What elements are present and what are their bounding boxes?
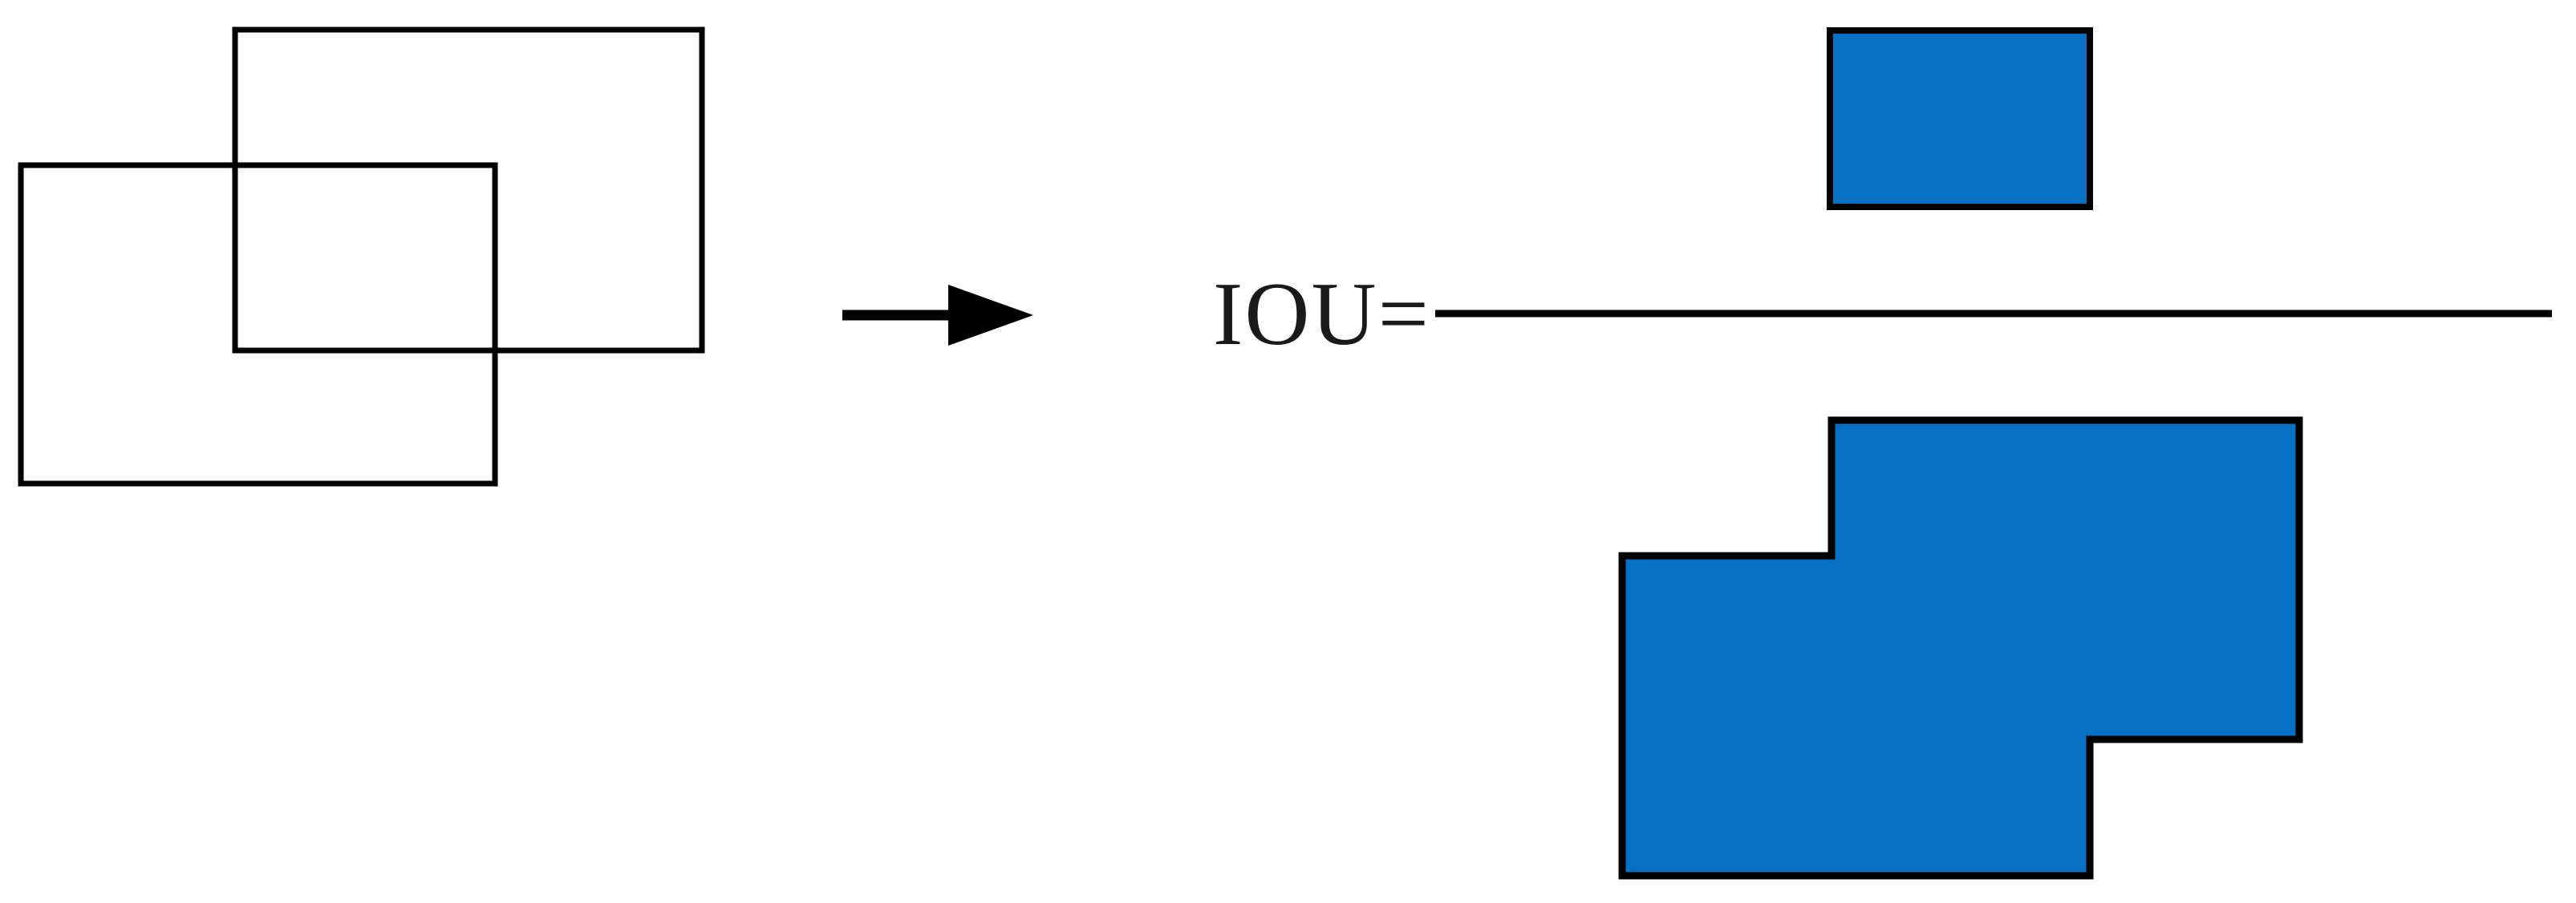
bounding-box-a [232, 26, 705, 354]
iou-label: IOU= [1213, 265, 1431, 364]
fraction-bar [1435, 310, 2552, 318]
union-polygon [1618, 416, 2303, 880]
arrow-icon [842, 285, 1033, 346]
arrow-head [948, 285, 1033, 346]
bounding-box-b [18, 162, 498, 487]
left-bounding-boxes-group [18, 26, 705, 487]
arrow-shaft [842, 310, 950, 321]
intersection-rect [1827, 27, 2093, 210]
